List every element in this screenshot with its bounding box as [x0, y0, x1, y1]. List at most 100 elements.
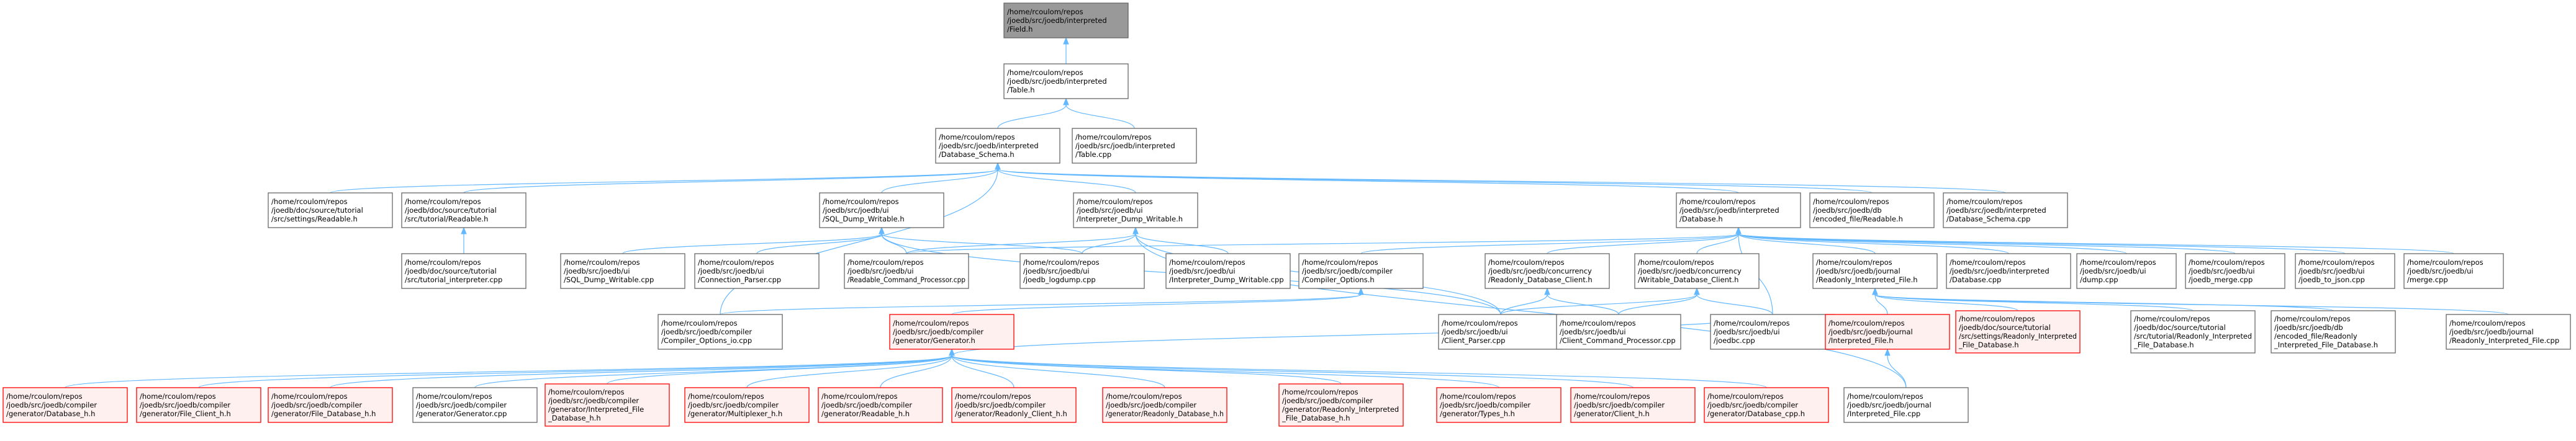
dependency-edge-generator_h-to-compiler_options_h [951, 287, 1364, 315]
file-node-gen-readonly-database-h[interactable]: /home/rcoulom/repos/joedb/src/joedb/comp… [1102, 387, 1227, 423]
node-label-line: /joedb_to_json.cpp [2298, 275, 2365, 284]
edge-line [1874, 294, 2194, 311]
node-label-line: /Interpreter_Dump_Writable.cpp [1169, 275, 1284, 284]
file-node-client-command-processor-cpp[interactable]: /home/rcoulom/repos/joedb/src/joedb/ui/C… [1556, 314, 1681, 350]
file-node-readonly-interpreted-file-h[interactable]: /home/rcoulom/repos/joedb/src/joedb/jour… [1812, 253, 1938, 289]
node-label-line: /home/rcoulom/repos [1007, 68, 1083, 77]
file-node-field-h[interactable]: /home/rcoulom/repos/joedb/src/joedb/inte… [1003, 2, 1129, 38]
dependency-edge-gen_multiplexer_h-to-generator_h [746, 348, 955, 388]
node-box [2185, 253, 2285, 289]
file-node-joedb-to-json-cpp[interactable]: /home/rcoulom/repos/joedb/src/joedb/ui/j… [2295, 253, 2395, 289]
file-node-interpreted-file-h[interactable]: /home/rcoulom/repos/joedb/src/joedb/jour… [1825, 314, 1950, 350]
file-node-gen-readable-h[interactable]: /home/rcoulom/repos/joedb/src/joedb/comp… [818, 387, 943, 423]
file-node-tut-settings-readonly-interp-h[interactable]: /home/rcoulom/repos/joedb/doc/source/tut… [1955, 310, 2081, 354]
edge-line [997, 169, 1873, 194]
file-node-gen-database-h[interactable]: /home/rcoulom/repos/joedb/src/joedb/comp… [2, 387, 128, 423]
node-box [1102, 387, 1227, 423]
node-label-line: /generator/Generator.cpp [416, 409, 507, 418]
file-node-gen-readonly-interpreted-h[interactable]: /home/rcoulom/repos/joedb/src/joedb/comp… [1278, 383, 1404, 427]
file-node-gen-file-database-h[interactable]: /home/rcoulom/repos/joedb/src/joedb/comp… [268, 387, 393, 423]
file-node-dbschema-h[interactable]: /home/rcoulom/repos/joedb/src/joedb/inte… [935, 128, 1060, 164]
file-node-connection-parser-cpp[interactable]: /home/rcoulom/repos/joedb/src/joedb/ui/C… [694, 253, 820, 289]
edge-line [720, 294, 1362, 315]
node-label-line: /generator/File_Client_h.h [140, 409, 231, 418]
file-node-readonly-database-client-h[interactable]: /home/rcoulom/repos/joedb/src/joedb/conc… [1485, 253, 1610, 289]
file-node-joedb-logdump-cpp[interactable]: /home/rcoulom/repos/joedb/src/joedb/ui/j… [1019, 253, 1145, 289]
node-label-line: /joedb/src/joedb/ui [2189, 267, 2255, 275]
edge-line [474, 355, 952, 388]
node-label-line: /joedb/src/joedb/ui [2298, 267, 2365, 275]
node-label-line: /joedb/src/joedb/journal [1828, 327, 1913, 336]
edge-arrowhead [1694, 287, 1700, 295]
node-label-line: /home/rcoulom/repos [661, 319, 738, 327]
file-node-tut-readonly-interp-h[interactable]: /home/rcoulom/repos/joedb/doc/source/tut… [2130, 310, 2256, 354]
dependency-edge-gen_file_database_h-to-generator_h [330, 348, 955, 388]
node-label-line: /joedb/src/joedb/journal [2449, 327, 2534, 336]
file-node-readable-command-processor-cpp[interactable]: /home/rcoulom/repos/joedb/src/joedb/ui/R… [844, 253, 969, 289]
node-label-line: /joedb/src/joedb/journal [1816, 267, 1900, 275]
file-node-interpreted-file-cpp[interactable]: /home/rcoulom/repos/joedb/src/joedb/jour… [1843, 387, 1969, 423]
node-label-line: /home/rcoulom/repos [698, 258, 774, 267]
file-node-interp-dump-writable-cpp[interactable]: /home/rcoulom/repos/joedb/src/joedb/ui/I… [1165, 253, 1291, 289]
file-node-gen-client-h[interactable]: /home/rcoulom/repos/joedb/src/joedb/comp… [1570, 387, 1696, 423]
edge-line [906, 233, 1739, 254]
edge-line [997, 169, 1136, 194]
file-node-gen-generator-cpp[interactable]: /home/rcoulom/repos/joedb/src/joedb/comp… [412, 387, 538, 423]
file-node-writable-database-client-h[interactable]: /home/rcoulom/repos/joedb/src/joedb/conc… [1634, 253, 1760, 289]
file-node-joedbc-cpp[interactable]: /home/rcoulom/repos/joedb/src/joedb/ui/j… [1710, 314, 1835, 350]
file-node-interp-dump-writable-h[interactable]: /home/rcoulom/repos/joedb/src/joedb/ui/I… [1073, 192, 1198, 228]
file-node-gen-file-client-h[interactable]: /home/rcoulom/repos/joedb/src/joedb/comp… [136, 387, 261, 423]
file-node-table-h[interactable]: /home/rcoulom/repos/joedb/src/joedb/inte… [1003, 63, 1129, 99]
node-label-line: /home/rcoulom/repos [688, 392, 764, 401]
node-label-line: /Readable_Command_Processor.cpp [847, 275, 965, 284]
file-node-compiler-options-h[interactable]: /home/rcoulom/repos/joedb/src/joedb/comp… [1298, 253, 1424, 289]
file-node-readonly-interpreted-file-cpp[interactable]: /home/rcoulom/repos/joedb/src/joedb/jour… [2446, 314, 2571, 350]
edge-arrowhead [1132, 226, 1139, 234]
node-label-line: /joedb/src/joedb/compiler [271, 401, 362, 409]
file-node-tut-readable-h[interactable]: /home/rcoulom/repos/joedb/doc/source/tut… [401, 192, 526, 228]
file-node-encoded-file-readable-h[interactable]: /home/rcoulom/repos/joedb/src/joedb/db/e… [1809, 192, 1935, 228]
file-node-encoded-readonly-interp-h[interactable]: /home/rcoulom/repos/joedb/src/joedb/db/e… [2271, 310, 2396, 354]
node-label-line: /generator/Client_h.h [1574, 409, 1650, 418]
edge-line [1547, 233, 1739, 254]
file-node-table-cpp[interactable]: /home/rcoulom/repos/joedb/src/joedb/inte… [1072, 128, 1197, 164]
file-node-merge-cpp[interactable]: /home/rcoulom/repos/joedb/src/joedb/ui/m… [2403, 253, 2504, 289]
node-box [401, 192, 526, 228]
node-label-line: /home/rcoulom/repos [1440, 392, 1516, 401]
file-node-tut-settings-readable-h[interactable]: /home/rcoulom/repos/joedb/doc/source/tut… [268, 192, 393, 228]
node-label-line: /joedb/src/joedb/compiler [1440, 401, 1530, 409]
file-node-gen-multiplexer-h[interactable]: /home/rcoulom/repos/joedb/src/joedb/comp… [684, 387, 810, 423]
node-label-line: /joedb/src/joedb/ui [2407, 267, 2474, 275]
file-node-database-schema-cpp[interactable]: /home/rcoulom/repos/joedb/src/joedb/inte… [1943, 192, 2068, 228]
node-label-line: /joedb/src/joedb/concurrency [1488, 267, 1592, 275]
node-box [889, 314, 1015, 350]
node-label-line: /joedb/src/joedb/ui [1442, 327, 1508, 336]
file-node-sql-dump-writable-h[interactable]: /home/rcoulom/repos/joedb/src/joedb/ui/S… [819, 192, 944, 228]
node-label-line: /home/rcoulom/repos [1679, 197, 1756, 206]
file-node-gen-interpreted-file-h[interactable]: /home/rcoulom/repos/joedb/src/joedb/comp… [545, 383, 670, 427]
node-label-line: /home/rcoulom/repos [1077, 197, 1153, 206]
file-node-tutorial-interpreter-cpp[interactable]: /home/rcoulom/repos/joedb/doc/source/tut… [401, 253, 526, 289]
node-label-line: /Interpreter_Dump_Writable.h [1077, 215, 1183, 223]
file-node-sql-dump-writable-cpp[interactable]: /home/rcoulom/repos/joedb/src/joedb/ui/S… [560, 253, 685, 289]
file-node-generator-h[interactable]: /home/rcoulom/repos/joedb/src/joedb/comp… [889, 314, 1015, 350]
file-node-gen-database-cpp[interactable]: /home/rcoulom/repos/joedb/src/joedb/comp… [1704, 387, 1829, 423]
file-node-gen-types-h[interactable]: /home/rcoulom/repos/joedb/src/joedb/comp… [1436, 387, 1561, 423]
dependency-edge-gen_readable_h-to-generator_h [880, 348, 955, 388]
node-label-line: /home/rcoulom/repos [1488, 258, 1565, 267]
node-label-line: /home/rcoulom/repos [1813, 197, 1889, 206]
node-box [694, 253, 820, 289]
file-node-joedb-merge-cpp[interactable]: /home/rcoulom/repos/joedb/src/joedb/ui/j… [2185, 253, 2285, 289]
file-node-dump-cpp[interactable]: /home/rcoulom/repos/joedb/src/joedb/ui/d… [2076, 253, 2177, 289]
file-node-interp-database-cpp[interactable]: /home/rcoulom/repos/joedb/src/joedb/inte… [1946, 253, 2071, 289]
node-box [1165, 253, 1291, 289]
node-label-line: /joedb/src/joedb/ui [1714, 327, 1780, 336]
dependency-edge-table_h-to-field_h [1063, 37, 1069, 64]
file-node-client-parser-cpp[interactable]: /home/rcoulom/repos/joedb/src/joedb/ui/C… [1438, 314, 1563, 350]
edge-line [463, 169, 998, 194]
file-node-interp-database-h[interactable]: /home/rcoulom/repos/joedb/src/joedb/inte… [1676, 192, 1801, 228]
file-node-compiler-options-io-cpp[interactable]: /home/rcoulom/repos/joedb/src/joedb/comp… [658, 314, 783, 350]
node-label-line: /Connection_Parser.cpp [698, 275, 781, 284]
file-node-gen-readonly-client-h[interactable]: /home/rcoulom/repos/joedb/src/joedb/comp… [951, 387, 1077, 423]
node-box [1072, 128, 1197, 164]
